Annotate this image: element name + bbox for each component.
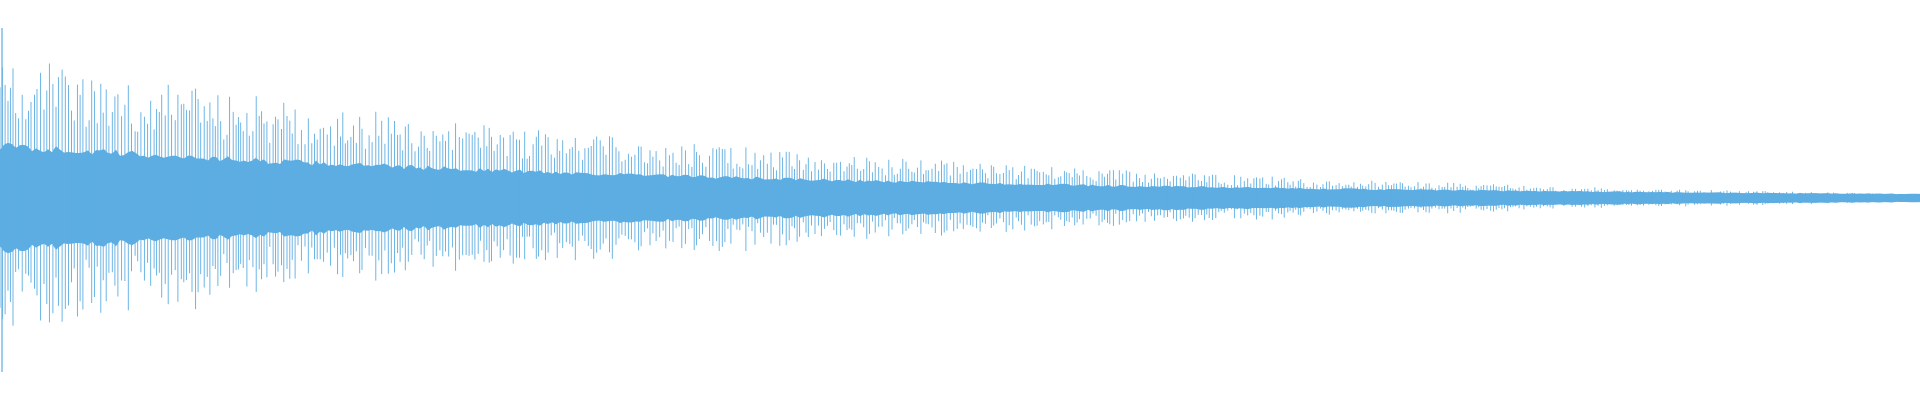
waveform-peaks [0, 63, 1920, 326]
waveform-peak-lines [0, 63, 1920, 326]
